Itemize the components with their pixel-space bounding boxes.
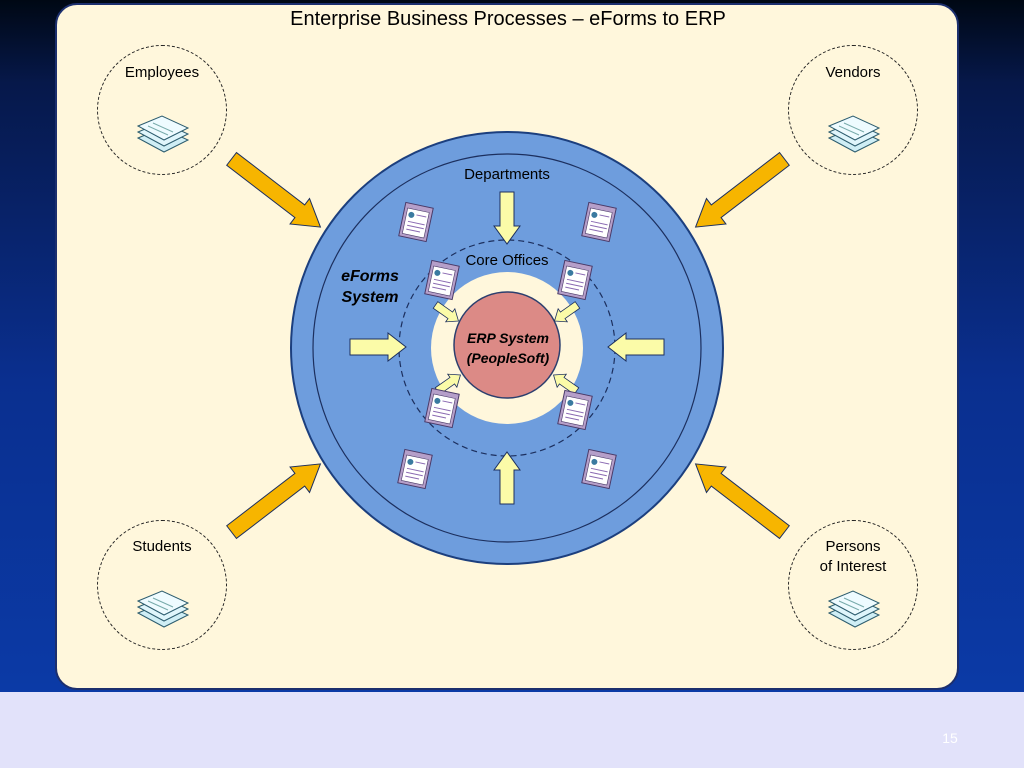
document-stack-icon: [828, 115, 880, 153]
document-stack-icon: [828, 590, 880, 628]
erp-label-line1: ERP System: [467, 330, 549, 346]
left-inward-arrow: [349, 331, 407, 363]
bottom-inward-arrow: [493, 451, 521, 505]
persons-label-line2: of Interest: [819, 558, 887, 575]
eforms-label-line1: eForms: [341, 268, 399, 285]
erp-core-circle: [453, 291, 561, 399]
core-offices-label: Core Offices: [465, 252, 549, 269]
employees-label: Employees: [124, 64, 200, 81]
students-arrow: [226, 463, 322, 540]
eforms-label-line2: System: [341, 289, 399, 306]
vendors-group: Vendors: [788, 45, 918, 175]
departments-ring: [312, 153, 702, 543]
students-label: Students: [132, 538, 192, 555]
core-arrow-bottom-right: [553, 373, 580, 395]
students-group: Students: [97, 520, 227, 650]
document-stack-icon: [137, 115, 189, 153]
employees-group: Employees: [97, 45, 227, 175]
persons-arrow: [694, 463, 790, 540]
vendors-label: Vendors: [825, 64, 881, 81]
employees-arrow: [226, 151, 322, 228]
slide-title: Enterprise Business Processes – eForms t…: [290, 8, 726, 30]
top-inward-arrow: [493, 191, 521, 245]
vendors-arrow: [694, 151, 790, 228]
persons-of-interest-group: Persons of Interest: [788, 520, 918, 650]
page-number: 15: [942, 730, 958, 746]
right-inward-arrow: [607, 331, 665, 363]
eforms-system-label: eForms System: [330, 266, 410, 308]
core-arrow-top-left: [432, 301, 459, 323]
persons-label-line1: Persons: [825, 538, 881, 555]
document-stack-icon: [137, 590, 189, 628]
erp-label-line2: (PeopleSoft): [466, 350, 550, 366]
core-arrow-top-right: [554, 301, 581, 323]
slide-footer-band: [0, 692, 1024, 768]
erp-system-label: ERP System (PeopleSoft): [455, 328, 561, 368]
departments-label: Departments: [464, 166, 550, 183]
